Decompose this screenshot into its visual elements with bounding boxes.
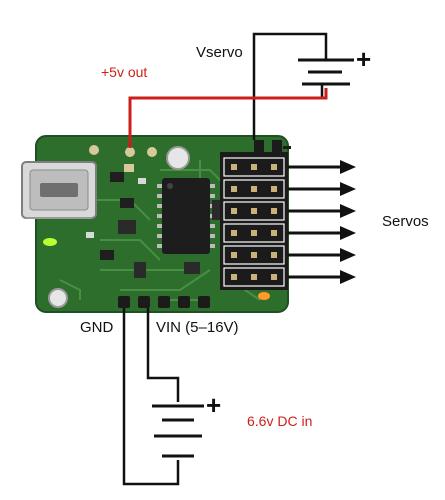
pad [147,147,157,157]
microcontroller-chip-icon [157,178,215,254]
orange-led [258,292,270,300]
vservo-label: Vservo [196,44,243,61]
mount-hole [48,288,68,308]
vservo-plus-label: + [356,44,372,74]
vservo-battery [252,32,354,140]
right-arrow-icon [288,204,356,218]
right-arrow-icon [288,248,356,262]
servo-header [220,140,291,290]
5v-out-label: +5v out [101,64,148,80]
gnd-label: GND [80,319,114,336]
vservo-wire [252,32,328,140]
dc-in-battery [122,308,204,486]
vin-wire [146,308,180,402]
dc-in-label: 6.6v DC in [247,413,313,429]
servos-label: Servos [382,213,429,230]
pad [125,147,135,157]
gnd-wire [122,308,180,486]
vin-label: VIN (5–16V) [156,319,239,336]
right-arrow-icon [288,160,356,174]
mount-hole [166,146,190,170]
dc-in-plus-label: + [206,390,222,420]
servo-arrows [288,160,356,284]
5v-out-wire [128,88,328,148]
green-led [43,238,57,246]
usb-connector-icon [21,161,97,219]
right-arrow-icon [288,226,356,240]
right-arrow-icon [288,182,356,196]
battery-symbol-icon [152,404,204,458]
pad [89,145,99,155]
right-arrow-icon [288,270,356,284]
battery-symbol-icon [298,58,354,86]
